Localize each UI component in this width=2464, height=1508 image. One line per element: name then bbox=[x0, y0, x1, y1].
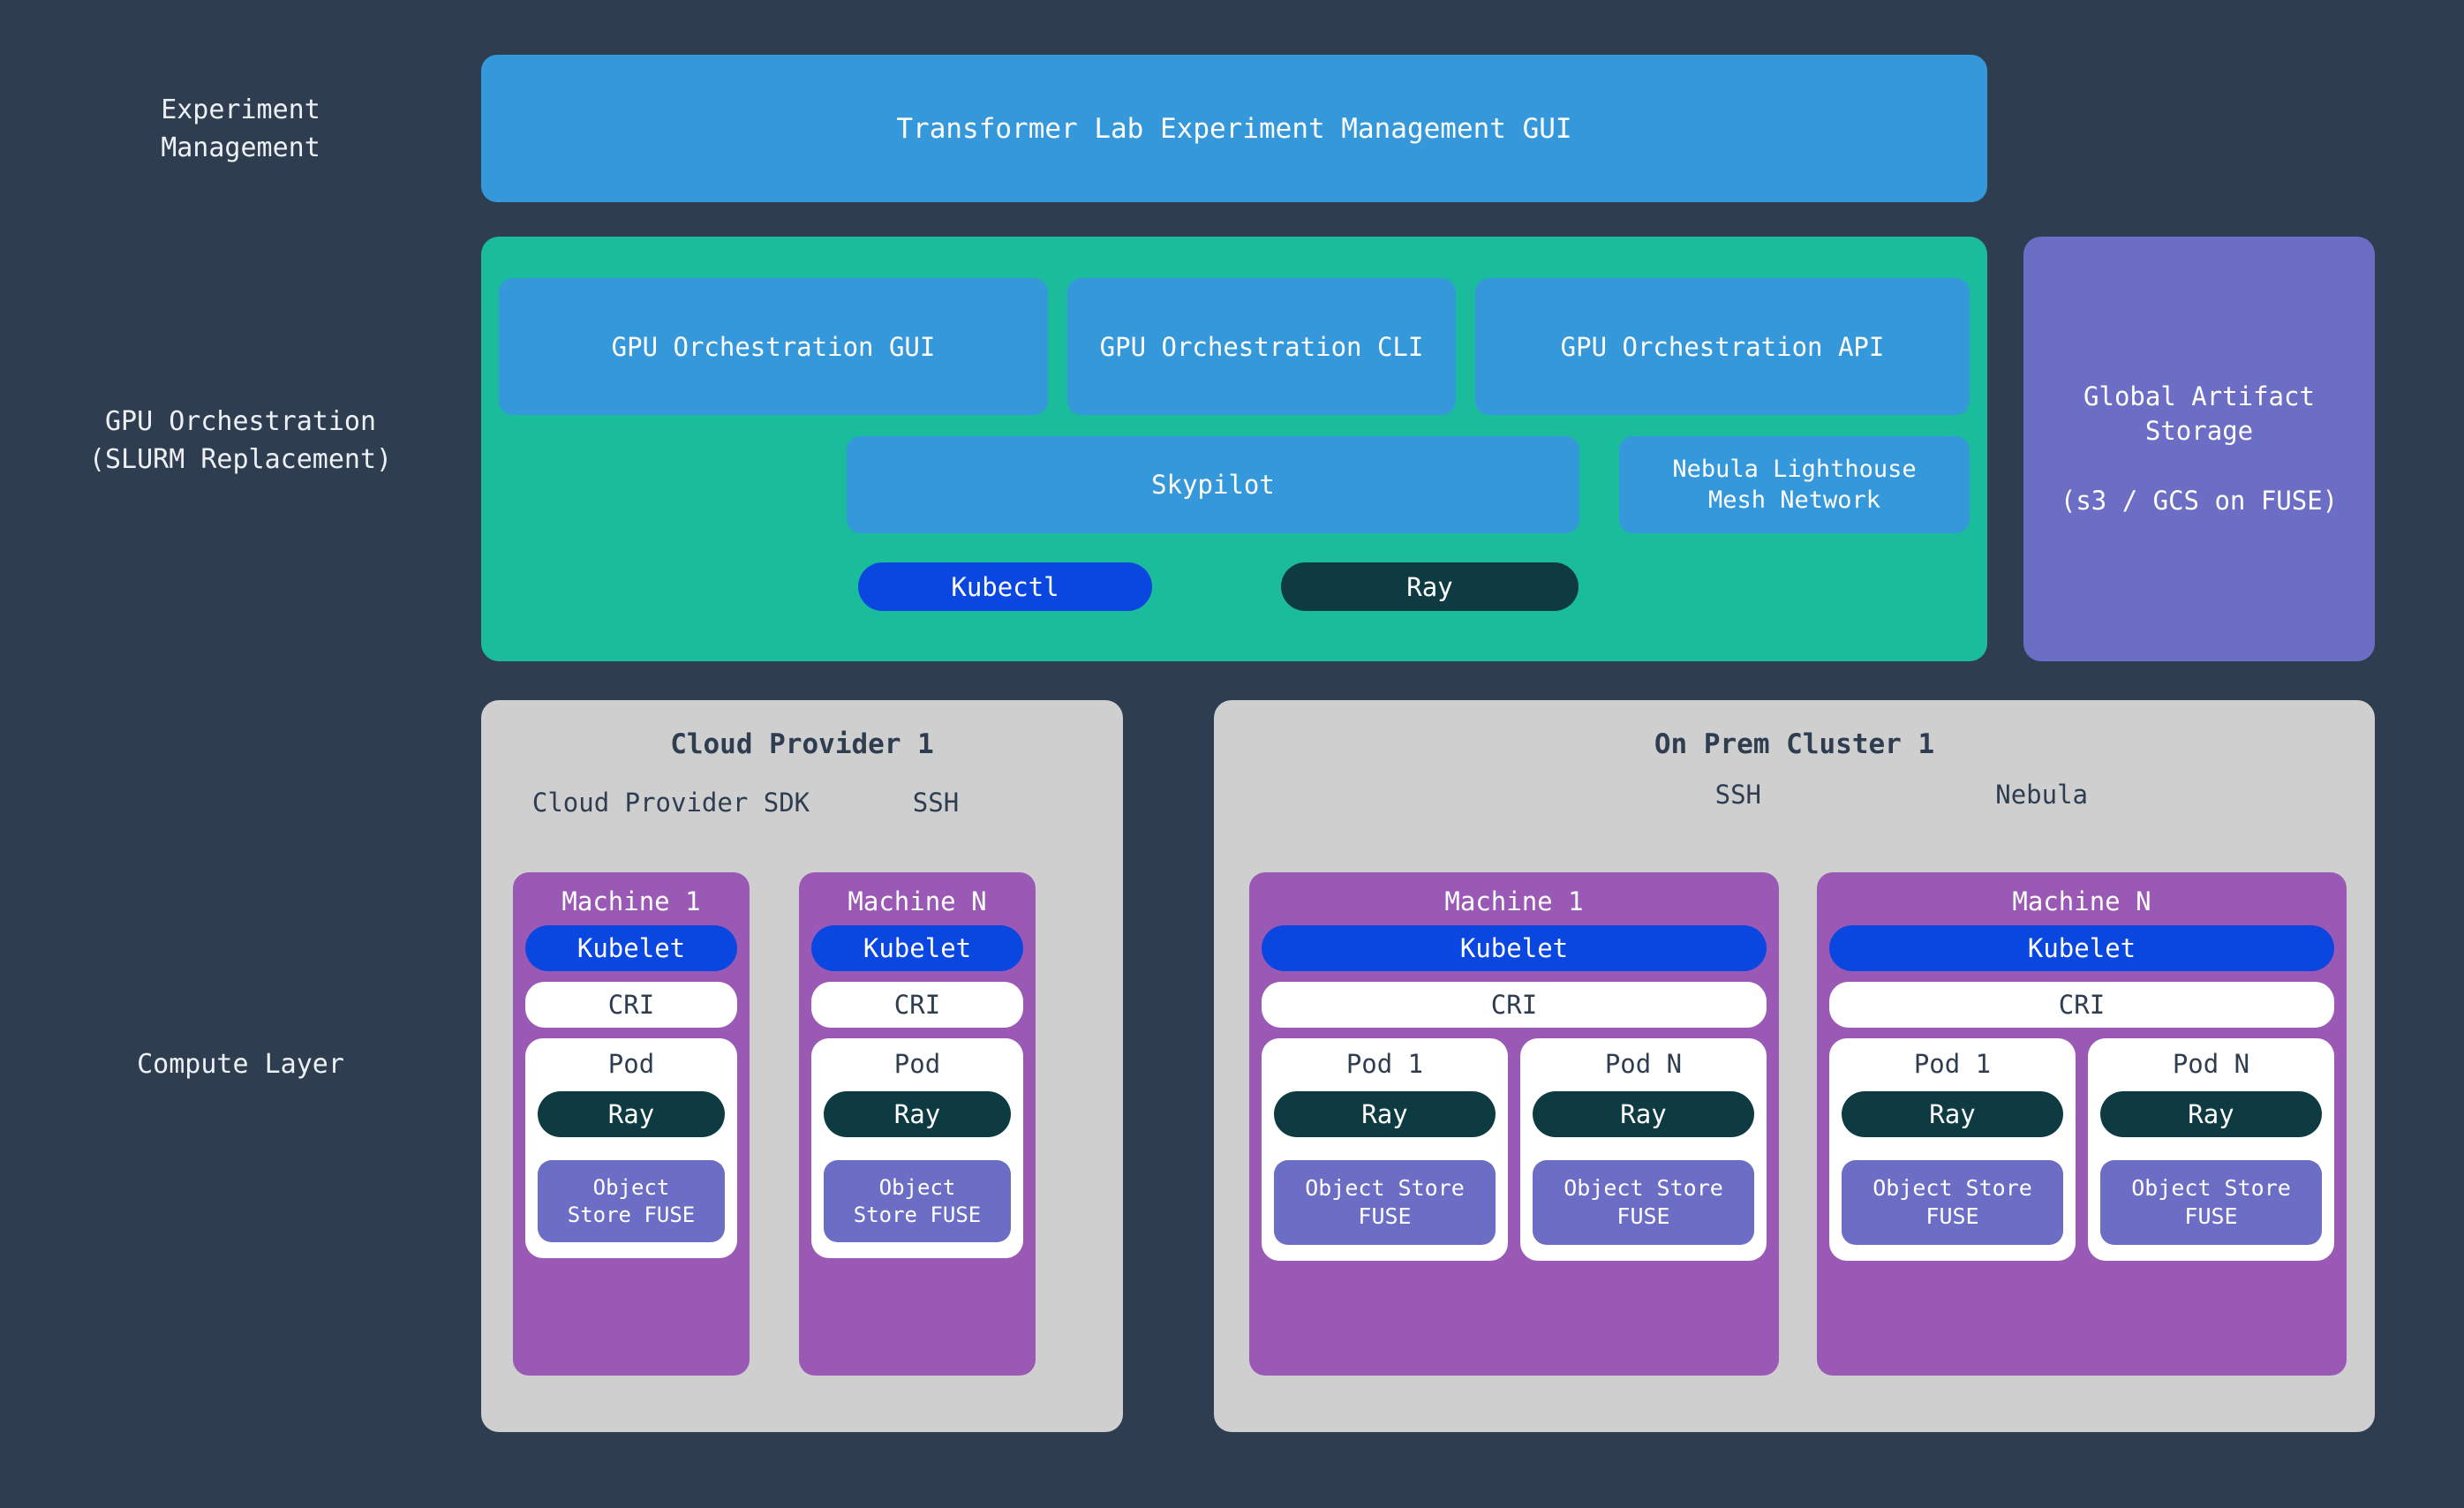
global-artifact-storage-subtitle: (s3 / GCS on FUSE) bbox=[2060, 486, 2339, 516]
pod-card[interactable]: Pod 1 Ray Object Store FUSE bbox=[1829, 1038, 2076, 1261]
experiment-management-gui-box[interactable]: Transformer Lab Experiment Management GU… bbox=[481, 55, 1987, 202]
pod-card[interactable]: Pod Ray Object Store FUSE bbox=[811, 1038, 1023, 1259]
pods-row: Pod 1 Ray Object Store FUSE Pod N Ray Ob… bbox=[1262, 1038, 1767, 1261]
kubelet-pill[interactable]: Kubelet bbox=[1829, 925, 2334, 971]
gpu-orchestration-cli-box[interactable]: GPU Orchestration CLI bbox=[1067, 278, 1456, 415]
on-prem-cluster-1-panel: On Prem Cluster 1 SSH Nebula Machine 1 K… bbox=[1214, 700, 2375, 1432]
ray-pill[interactable]: Ray bbox=[1281, 562, 1579, 611]
machine-title: Machine N bbox=[2012, 886, 2151, 916]
pods-row: Pod 1 Ray Object Store FUSE Pod N Ray Ob… bbox=[1829, 1038, 2334, 1261]
on-prem-cluster-1-connections: SSH Nebula bbox=[1214, 780, 2375, 810]
pod-card[interactable]: Pod Ray Object Store FUSE bbox=[525, 1038, 737, 1259]
pod-title: Pod 1 bbox=[1345, 1049, 1424, 1079]
pods-row: Pod Ray Object Store FUSE bbox=[525, 1038, 737, 1259]
machine-title: Machine 1 bbox=[1444, 886, 1584, 916]
connection-label-ssh: SSH bbox=[1714, 780, 1761, 810]
gpu-orchestration-gui-box[interactable]: GPU Orchestration GUI bbox=[499, 278, 1048, 415]
layer-label-compute-layer: Compute Layer bbox=[137, 1049, 344, 1080]
machine-card-onprem-machine-n[interactable]: Machine N Kubelet CRI Pod 1 Ray Object S… bbox=[1817, 872, 2347, 1376]
machine-card-onprem-machine-1[interactable]: Machine 1 Kubelet CRI Pod 1 Ray Object S… bbox=[1249, 872, 1779, 1376]
cloud-provider-1-title: Cloud Provider 1 bbox=[670, 728, 934, 760]
skypilot-box[interactable]: Skypilot bbox=[847, 436, 1579, 533]
machine-title: Machine 1 bbox=[561, 886, 701, 916]
pod-card[interactable]: Pod N Ray Object Store FUSE bbox=[1520, 1038, 1767, 1261]
ray-pill[interactable]: Ray bbox=[1274, 1091, 1496, 1137]
pod-card[interactable]: Pod 1 Ray Object Store FUSE bbox=[1262, 1038, 1508, 1261]
ray-pill[interactable]: Ray bbox=[1533, 1091, 1754, 1137]
connection-label-nebula: Nebula bbox=[1995, 780, 2088, 810]
global-artifact-storage-box[interactable]: Global Artifact Storage (s3 / GCS on FUS… bbox=[2023, 237, 2375, 661]
layer-label-gpu-orchestration: GPU Orchestration (SLURM Replacement) bbox=[88, 406, 393, 475]
on-prem-cluster-1-title: On Prem Cluster 1 bbox=[1654, 728, 1935, 760]
gpu-orchestration-api-box[interactable]: GPU Orchestration API bbox=[1475, 278, 1970, 415]
cloud-provider-1-connections: Cloud Provider SDK SSH bbox=[481, 788, 1123, 818]
machine-title: Machine N bbox=[848, 886, 987, 916]
gpu-orchestration-interfaces-row: GPU Orchestration GUI GPU Orchestration … bbox=[499, 278, 1970, 415]
ray-pill[interactable]: Ray bbox=[538, 1091, 725, 1137]
cri-box[interactable]: CRI bbox=[1829, 982, 2334, 1028]
object-store-fuse-box[interactable]: Object Store FUSE bbox=[1533, 1160, 1754, 1245]
object-store-fuse-box[interactable]: Object Store FUSE bbox=[1274, 1160, 1496, 1245]
cloud-provider-1-panel: Cloud Provider 1 Cloud Provider SDK SSH … bbox=[481, 700, 1123, 1432]
global-artifact-storage-title: Global Artifact Storage bbox=[2083, 381, 2315, 446]
object-store-fuse-box[interactable]: Object Store FUSE bbox=[2100, 1160, 2322, 1245]
cri-box[interactable]: CRI bbox=[525, 982, 737, 1028]
object-store-fuse-box[interactable]: Object Store FUSE bbox=[824, 1160, 1011, 1243]
pod-title: Pod N bbox=[2172, 1049, 2250, 1079]
kubelet-pill[interactable]: Kubelet bbox=[811, 925, 1023, 971]
connection-label-ssh: SSH bbox=[912, 788, 960, 818]
object-store-fuse-box[interactable]: Object Store FUSE bbox=[1842, 1160, 2063, 1245]
ray-pill[interactable]: Ray bbox=[2100, 1091, 2322, 1137]
ray-pill[interactable]: Ray bbox=[824, 1091, 1011, 1137]
connection-label-cloud-provider-sdk: Cloud Provider SDK bbox=[531, 788, 810, 818]
machine-card-cloud-machine-1[interactable]: Machine 1 Kubelet CRI Pod Ray Object Sto… bbox=[513, 872, 750, 1376]
object-store-fuse-box[interactable]: Object Store FUSE bbox=[538, 1160, 725, 1243]
cri-box[interactable]: CRI bbox=[811, 982, 1023, 1028]
pod-title: Pod 1 bbox=[1913, 1049, 1992, 1079]
pod-card[interactable]: Pod N Ray Object Store FUSE bbox=[2088, 1038, 2334, 1261]
pod-title: Pod bbox=[893, 1049, 941, 1079]
kubectl-pill[interactable]: Kubectl bbox=[858, 562, 1152, 611]
ray-pill[interactable]: Ray bbox=[1842, 1091, 2063, 1137]
pod-title: Pod N bbox=[1604, 1049, 1683, 1079]
kubelet-pill[interactable]: Kubelet bbox=[1262, 925, 1767, 971]
machine-card-cloud-machine-n[interactable]: Machine N Kubelet CRI Pod Ray Object Sto… bbox=[799, 872, 1036, 1376]
pods-row: Pod Ray Object Store FUSE bbox=[811, 1038, 1023, 1259]
pod-title: Pod bbox=[607, 1049, 655, 1079]
gpu-orchestration-panel: GPU Orchestration GUI GPU Orchestration … bbox=[481, 237, 1987, 661]
nebula-lighthouse-mesh-network-box[interactable]: Nebula Lighthouse Mesh Network bbox=[1619, 436, 1970, 533]
kubelet-pill[interactable]: Kubelet bbox=[525, 925, 737, 971]
layer-label-experiment-management: Experiment Management bbox=[161, 94, 320, 163]
cri-box[interactable]: CRI bbox=[1262, 982, 1767, 1028]
